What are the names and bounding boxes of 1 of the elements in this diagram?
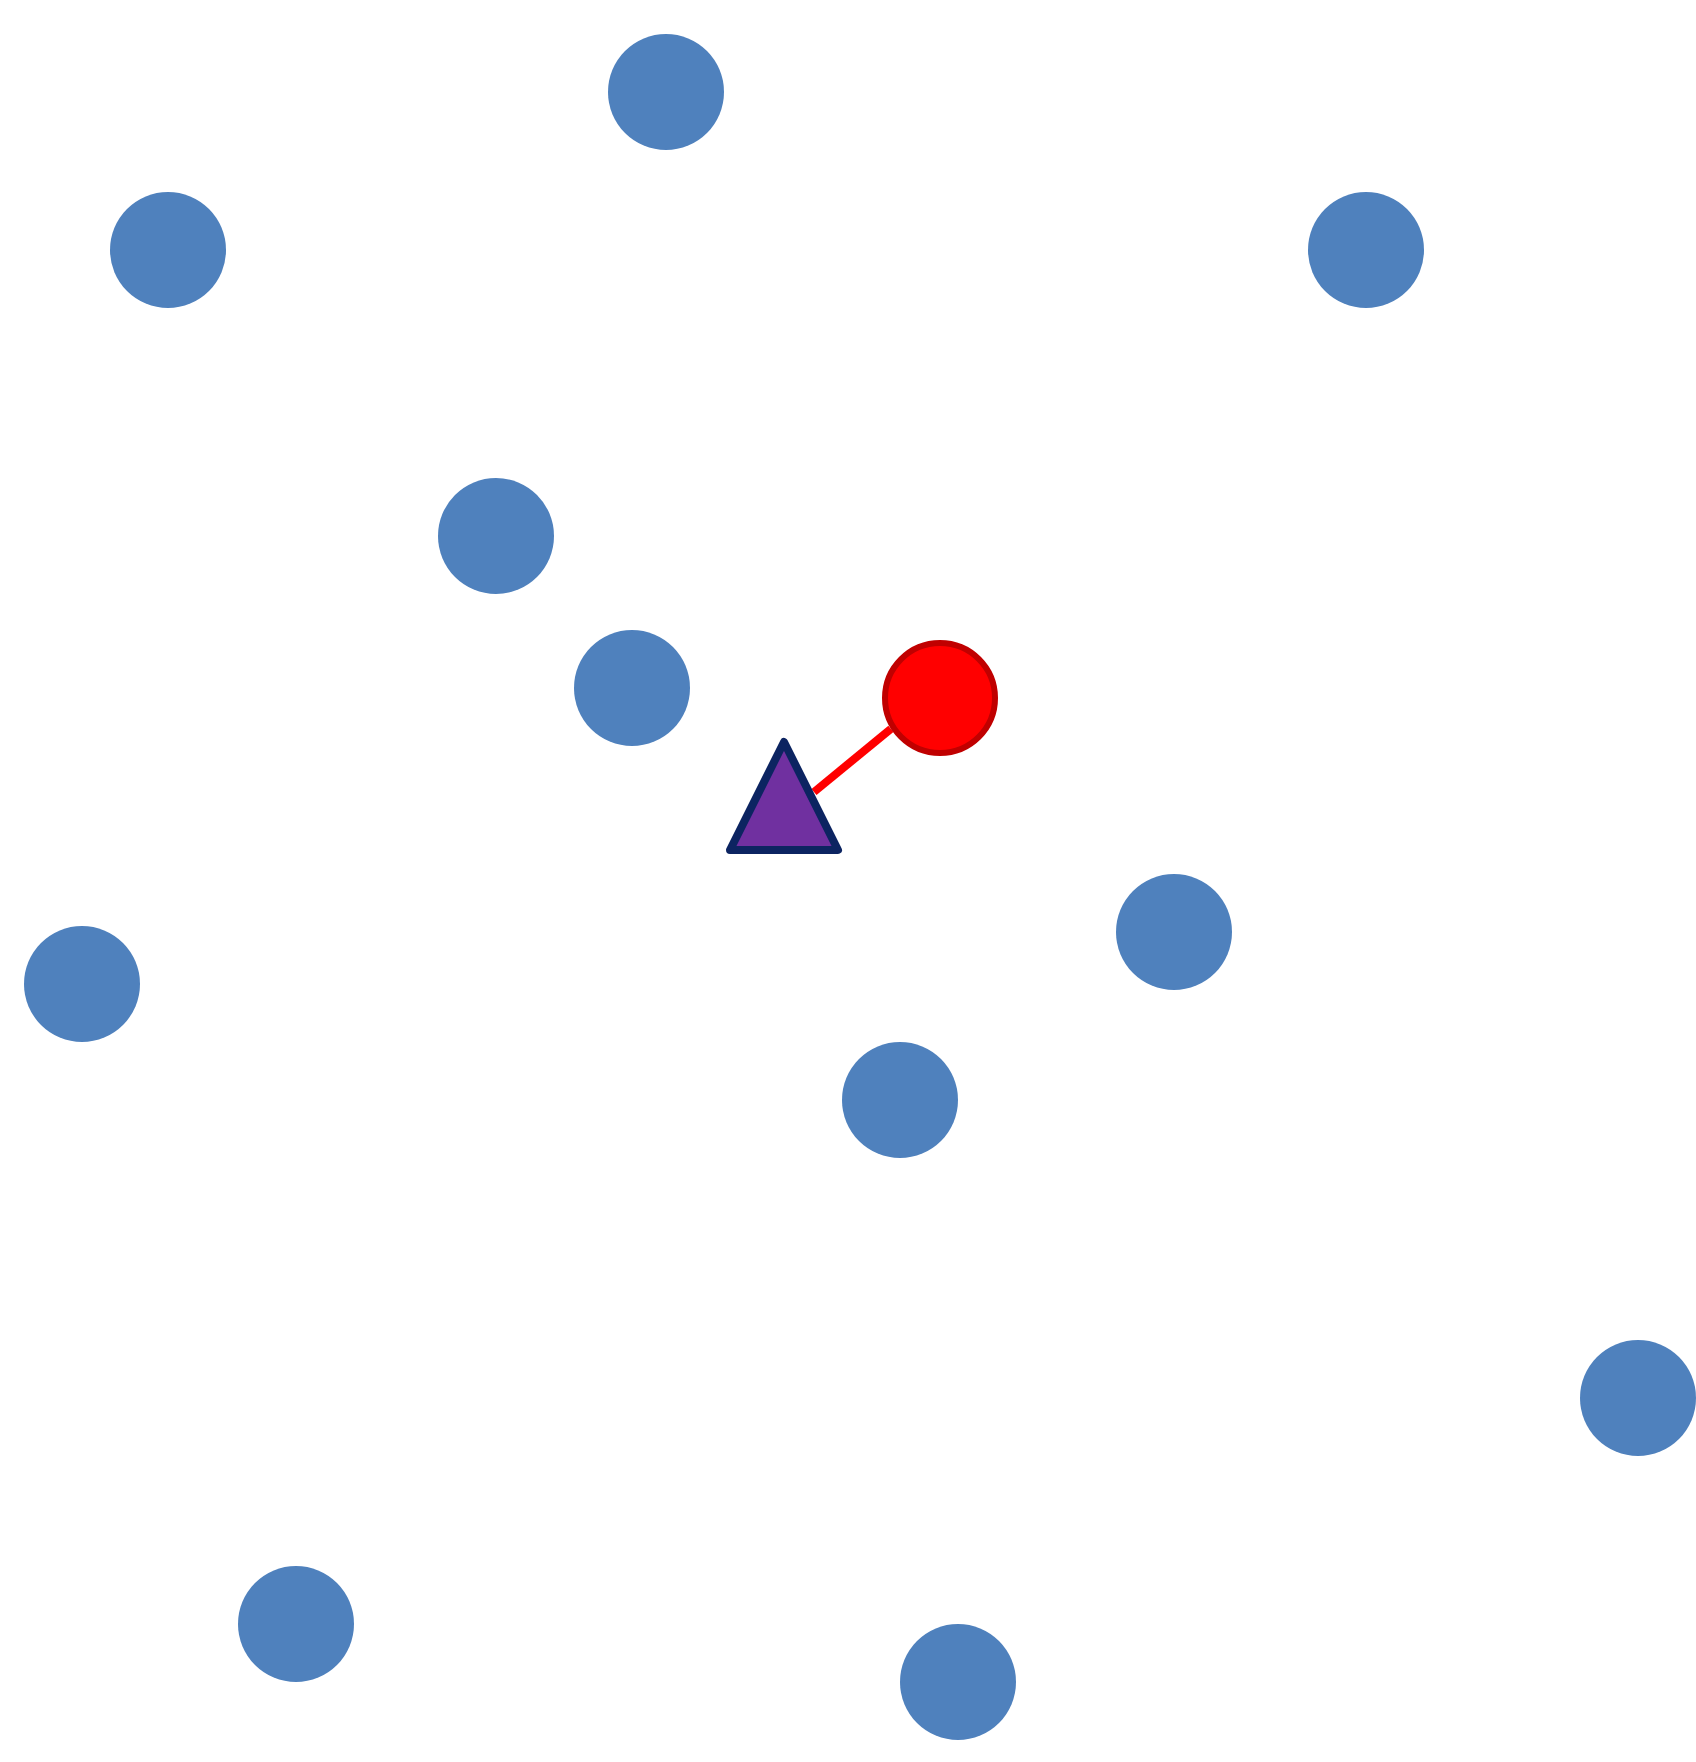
connector-line — [811, 725, 894, 796]
